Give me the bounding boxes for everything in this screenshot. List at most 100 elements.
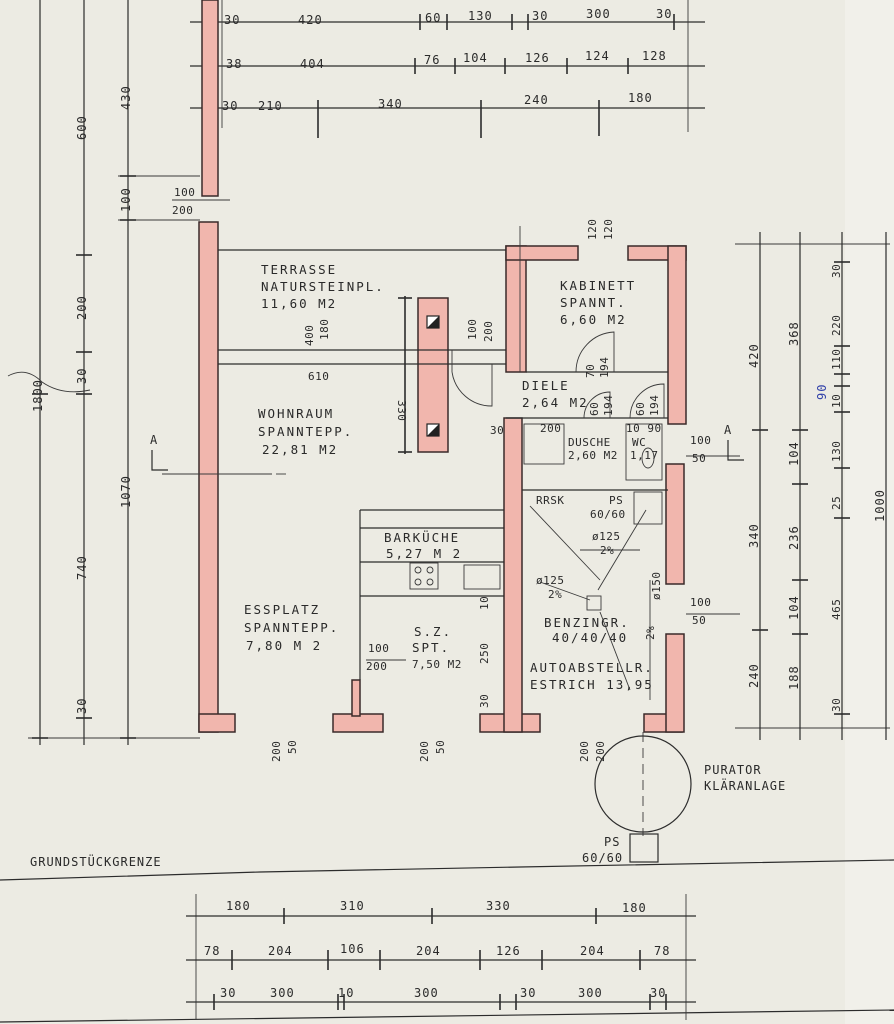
right-a-1: 340 [747,523,761,548]
garage-piping [529,491,663,700]
bot-r2-5: 204 [580,944,605,958]
wall-garage-left [503,417,523,733]
septic: PURATOR KLÄRANLAGE PS 60/60 [582,732,786,865]
interior-lines [162,249,668,680]
toilet [641,447,655,469]
right-c-5: 25 [830,496,843,510]
purator-l2: KLÄRANLAGE [704,778,786,793]
pipe1-b: 2% [600,544,614,557]
bot-r2-2: 106 [340,942,365,956]
grundstueck-label: GRUNDSTÜCKGRENZE [30,853,162,869]
w-100: 100 [174,186,195,199]
top-dimension-chains: 30 420 60 130 30 300 30 38 404 76 104 12… [190,0,705,138]
left-v1-0: 600 [75,115,89,140]
top-r1-3: 130 [468,9,493,23]
bot-r3-0: 30 [220,986,236,1000]
ps-bottom-2: 60/60 [582,851,623,865]
essplatz-l2: SPANNTEPP. [244,620,339,635]
kabinett-l1: KABINETT [560,278,636,293]
bot-r3-1: 300 [270,986,295,1000]
garage-l2: 40/40/40 [552,630,628,645]
win-50: 50 [692,452,706,465]
bot-200d: 200 [594,741,607,762]
door-wc [629,383,665,419]
left-v2-0: 430 [119,85,133,110]
left-v2-2: 200 [75,295,89,320]
sz-l2: SPT. [412,640,450,655]
right-c-7: 30 [830,698,843,712]
left-scribble [7,371,91,393]
section-a-right: A [724,423,732,437]
wc-room [625,423,663,481]
right-dimension-chains: 420 340 240 368 104 236 104 188 30 220 1… [735,232,890,740]
w-30: 30 [490,424,504,437]
left-v2-1: 100 [119,187,133,212]
k-120b: 120 [602,219,615,240]
diele-l2: 2,64 M2 [522,395,589,410]
ps-bottom-1: PS [604,835,620,849]
left-v1-1: 1070 [119,475,133,508]
bot-r2-6: 78 [654,944,670,958]
w-200: 200 [172,204,193,217]
terrasse-l3: 11,60 M2 [261,296,337,311]
left-mark: 1800 [31,379,45,412]
bottom-dimension-chains: 180 310 330 180 78 204 106 204 126 204 7… [186,894,696,1020]
floor-drain [586,595,602,611]
wall-right-upper [667,245,687,425]
bot-r3-2: 10 [338,986,354,1000]
right-c-6: 465 [830,599,843,620]
top-r2-0: 38 [226,57,242,71]
section-markers: A A [150,423,744,471]
pipe2-b: 2% [548,588,562,601]
sz-10: 10 [478,596,491,610]
bot-200b: 200 [418,741,431,762]
top-r3-1: 210 [258,99,283,113]
terr-400: 400 [303,325,316,346]
left-dimension-chains: 600 1070 430 100 200 30 740 30 1800 [7,0,200,745]
right-c-2: 110 [830,349,843,370]
door-terrace [451,350,493,407]
door-dusche [583,391,611,419]
ps-shaft-top [633,491,663,525]
wohnraum-l3: 22,81 M2 [262,442,338,457]
garage-l4: ESTRICH 13,95 [530,677,654,692]
pipe4: 2% [644,626,657,640]
d-10-90: 10 90 [626,422,662,435]
ps-top-1: PS [609,494,623,507]
ps-top-2: 60/60 [590,508,626,521]
bot-200: 200 [270,741,283,762]
terrasse-l1: TERRASSE [261,262,337,277]
right-c-0: 30 [830,264,843,278]
sz-l3: 7,50 M2 [412,658,462,671]
essplatz-l1: ESSPLATZ [244,602,320,617]
flue-top-fill [427,316,439,328]
bot-50: 50 [286,740,299,754]
w-610: 610 [308,370,329,383]
kabinett-l3: 6,60 M2 [560,312,627,327]
sink [463,564,501,590]
d-70: 70 [584,364,597,378]
bot-r2-1: 204 [268,944,293,958]
d-200: 200 [540,422,561,435]
bot-r1-2: 330 [486,899,511,913]
garage-l3: AUTOABSTELLR. [530,660,654,675]
left-v2-3: 30 [75,368,89,384]
top-r2-5: 124 [585,49,610,63]
top-r1-6: 30 [656,7,672,21]
bot-50b: 50 [434,740,447,754]
wall-bottom-left [198,713,236,733]
d-60: 60 [588,402,601,416]
d-194b: 194 [648,395,661,416]
top-r3-3: 240 [524,93,549,107]
wohnraum-l1: WOHNRAUM [258,406,334,421]
purator-tank [594,735,692,833]
sz-l1: S.Z. [414,624,452,639]
walls [198,0,687,733]
garage-l1: BENZINGR. [544,615,630,630]
win-50b: 50 [692,614,706,627]
right-b-0: 368 [787,321,801,346]
d-194: 194 [598,357,611,378]
left-v2-4: 740 [75,555,89,580]
ch-100: 100 [466,319,479,340]
top-r3-2: 340 [378,97,403,111]
